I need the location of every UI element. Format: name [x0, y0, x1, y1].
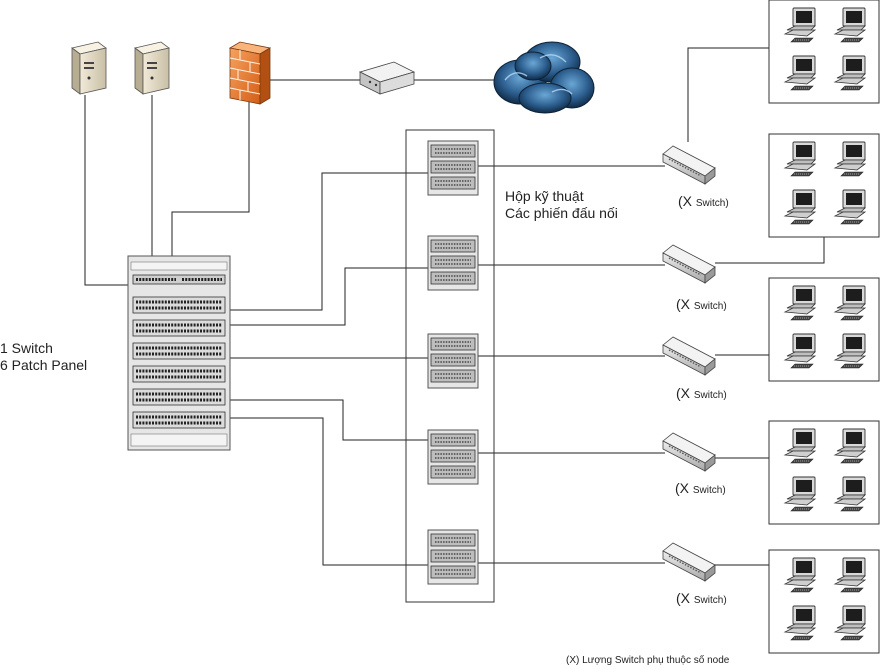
rack-label: 1 Switch 6 Patch Panel	[0, 340, 87, 374]
firewall-icon	[228, 41, 272, 105]
switch-label: (X Switch)	[678, 193, 729, 209]
patch-panel-icon	[427, 429, 479, 485]
patch-panel-icon	[427, 140, 479, 196]
patch-panel-icon	[427, 235, 479, 291]
rack-icon	[127, 255, 231, 451]
switch-icon	[662, 145, 716, 185]
tech-box-label-line2: Các phiến đấu nối	[505, 205, 618, 221]
computer-group-4	[769, 421, 879, 524]
switch-label: (X Switch)	[676, 385, 727, 401]
tech-box-label: Hộp kỹ thuật Các phiến đấu nối	[505, 188, 618, 222]
tech-box-border	[405, 129, 495, 603]
switch-icon	[662, 542, 716, 582]
patch-panel-icon	[427, 333, 479, 389]
computer-group-3	[769, 278, 879, 381]
computer-group-1	[769, 0, 879, 103]
connection-lines	[84, 47, 825, 566]
switch-icon	[662, 336, 716, 376]
switch-icon	[662, 244, 716, 284]
computer-group-5	[769, 550, 879, 653]
rack-label-line1: 1 Switch	[0, 340, 53, 356]
router-icon	[358, 61, 416, 95]
tech-box-label-line1: Hộp kỹ thuật	[505, 188, 584, 204]
switch-label: (X Switch)	[676, 590, 727, 606]
computer-group-2	[769, 134, 879, 237]
switch-icon	[662, 432, 716, 472]
server-icon	[134, 41, 170, 95]
footnote: (X) Lượng Switch phụ thuộc số node	[566, 655, 730, 666]
server-icon	[71, 41, 107, 95]
cloud-icon	[493, 41, 595, 114]
rack-label-line2: 6 Patch Panel	[0, 357, 88, 373]
patch-panel-icon	[427, 529, 479, 585]
switch-label: (X Switch)	[675, 480, 726, 496]
switch-label: (X Switch)	[676, 296, 727, 312]
